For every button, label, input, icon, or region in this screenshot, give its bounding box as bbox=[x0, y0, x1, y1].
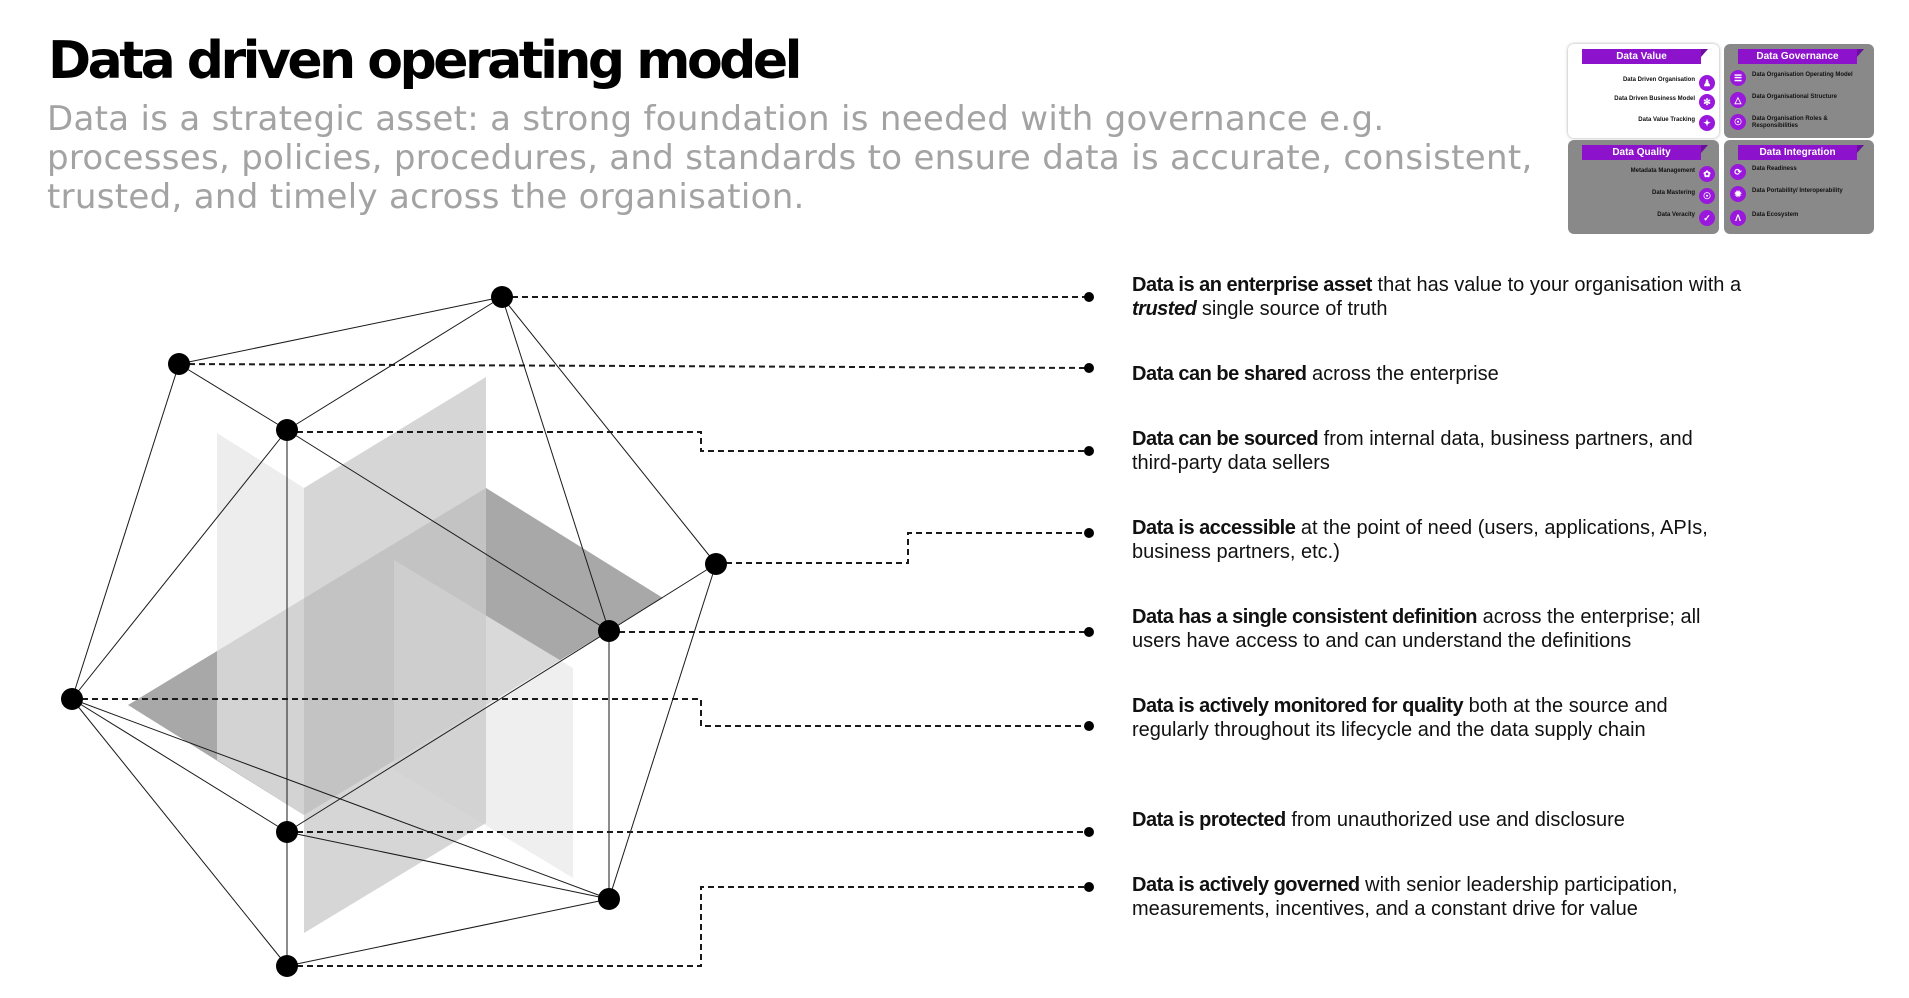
connector-end-dot bbox=[1084, 292, 1094, 302]
statement-text: at the point of need (users, application… bbox=[1132, 517, 1708, 563]
statement-text: that has value to your organisation with… bbox=[1371, 274, 1742, 296]
connector-end-dots bbox=[1084, 292, 1094, 892]
readiness-icon: ⟳ bbox=[1730, 164, 1746, 180]
vertex-dot bbox=[705, 553, 727, 575]
quadrant-item: Data Veracity✓ bbox=[1568, 210, 1719, 228]
veracity-icon: ✓ bbox=[1699, 210, 1715, 226]
framework-thumbnail: Data Value Data Driven Organisation♟ Dat… bbox=[1568, 44, 1874, 234]
vertex-dot bbox=[276, 419, 298, 441]
statement-governed: Data is actively governed with senior le… bbox=[1132, 873, 1742, 921]
statement-bold: Data is protected bbox=[1132, 809, 1286, 831]
vertex-dots bbox=[61, 286, 727, 977]
quadrant-item: ✹Data Portability/ Interoperability bbox=[1724, 186, 1874, 204]
quadrant-item: Metadata Management✿ bbox=[1568, 166, 1719, 184]
structure-icon: △ bbox=[1730, 92, 1746, 108]
quadrant-item: Data Driven Organisation♟ bbox=[1568, 75, 1719, 93]
vertex-dot bbox=[168, 353, 190, 375]
statement-bold: Data has a single consistent definition bbox=[1132, 606, 1478, 628]
vertex-dot bbox=[276, 821, 298, 843]
statement-bold: Data is actively governed bbox=[1132, 874, 1360, 896]
vertex-dot bbox=[598, 620, 620, 642]
quadrant-item: ☉Data Organisation Roles & Responsibilit… bbox=[1724, 114, 1874, 132]
mastering-icon: ☉ bbox=[1699, 188, 1715, 204]
quadrant-title: Data Quality bbox=[1582, 145, 1708, 160]
statement-bold: Data can be shared bbox=[1132, 363, 1307, 385]
roles-icon: ☉ bbox=[1730, 114, 1746, 130]
quadrant-item: △Data Organisational Structure bbox=[1724, 92, 1874, 110]
org-icon: ♟ bbox=[1699, 75, 1715, 91]
statement-sourced: Data can be sourced from internal data, … bbox=[1132, 427, 1742, 475]
vertex-dot bbox=[598, 888, 620, 910]
statement-text: across the enterprise; all users have ac… bbox=[1132, 606, 1701, 652]
page-subtitle: Data is a strategic asset: a strong foun… bbox=[47, 99, 1533, 217]
statement-bold: Data is accessible bbox=[1132, 517, 1296, 539]
vertex-dot bbox=[61, 688, 83, 710]
quadrant-data-quality: Data Quality Metadata Management✿ Data M… bbox=[1568, 140, 1719, 234]
statement-text: from internal data, business partners, a… bbox=[1132, 428, 1693, 474]
ecosystem-icon: Λ bbox=[1730, 210, 1746, 226]
vertex-dot bbox=[276, 955, 298, 977]
metadata-icon: ✿ bbox=[1699, 166, 1715, 182]
statement-bold: Data is actively monitored for quality bbox=[1132, 695, 1464, 717]
portability-icon: ✹ bbox=[1730, 186, 1746, 202]
connector-end-dot bbox=[1084, 363, 1094, 373]
statement-text: single source of truth bbox=[1196, 298, 1388, 320]
statement-accessible: Data is accessible at the point of need … bbox=[1132, 516, 1742, 564]
quadrant-item: Data Mastering☉ bbox=[1568, 188, 1719, 206]
statement-italic: trusted bbox=[1132, 298, 1197, 320]
tracking-icon: ✦ bbox=[1699, 115, 1715, 131]
quadrant-item: ⟳Data Readiness bbox=[1724, 164, 1874, 182]
statement-protected: Data is protected from unauthorized use … bbox=[1132, 808, 1742, 832]
connector-end-dot bbox=[1084, 627, 1094, 637]
statement-text: from unauthorized use and disclosure bbox=[1285, 809, 1625, 831]
quadrant-data-integration: Data Integration ⟳Data Readiness ✹Data P… bbox=[1724, 140, 1874, 234]
plane-vertical bbox=[304, 377, 486, 933]
statement-shared: Data can be shared across the enterprise bbox=[1132, 362, 1742, 386]
operating-icon: ☰ bbox=[1730, 70, 1746, 86]
statement-definition: Data has a single consistent definition … bbox=[1132, 605, 1742, 653]
quadrant-title: Data Governance bbox=[1738, 49, 1864, 64]
statement-enterprise-asset: Data is an enterprise asset that has val… bbox=[1132, 273, 1742, 321]
quadrant-item: Data Value Tracking✦ bbox=[1568, 115, 1719, 133]
vertex-dot bbox=[491, 286, 513, 308]
plane-left-back bbox=[217, 433, 304, 815]
page-title: Data driven operating model bbox=[48, 31, 802, 91]
statement-bold: Data is an enterprise asset bbox=[1132, 274, 1372, 296]
statement-quality: Data is actively monitored for quality b… bbox=[1132, 694, 1742, 742]
quadrant-title: Data Integration bbox=[1738, 145, 1864, 160]
statement-bold: Data can be sourced bbox=[1132, 428, 1319, 450]
quadrant-data-governance: Data Governance ☰Data Organisation Opera… bbox=[1724, 44, 1874, 138]
quadrant-data-value: Data Value Data Driven Organisation♟ Dat… bbox=[1568, 44, 1719, 138]
connector-end-dot bbox=[1084, 721, 1094, 731]
quadrant-title: Data Value bbox=[1582, 49, 1708, 64]
statement-text: both at the source and regularly through… bbox=[1132, 695, 1668, 741]
dashed-connectors bbox=[72, 296, 1091, 967]
connector-end-dot bbox=[1084, 882, 1094, 892]
model-icon: ✻ bbox=[1699, 94, 1715, 110]
connector-end-dot bbox=[1084, 446, 1094, 456]
quadrant-item: ☰Data Organisation Operating Model bbox=[1724, 70, 1874, 88]
statement-text: across the enterprise bbox=[1306, 363, 1499, 385]
wireframe-edges bbox=[71, 296, 717, 967]
connector-end-dot bbox=[1084, 827, 1094, 837]
statement-text: with senior leadership participation, me… bbox=[1132, 874, 1678, 920]
quadrant-item: Data Driven Business Model✻ bbox=[1568, 94, 1719, 112]
connector-end-dot bbox=[1084, 528, 1094, 538]
